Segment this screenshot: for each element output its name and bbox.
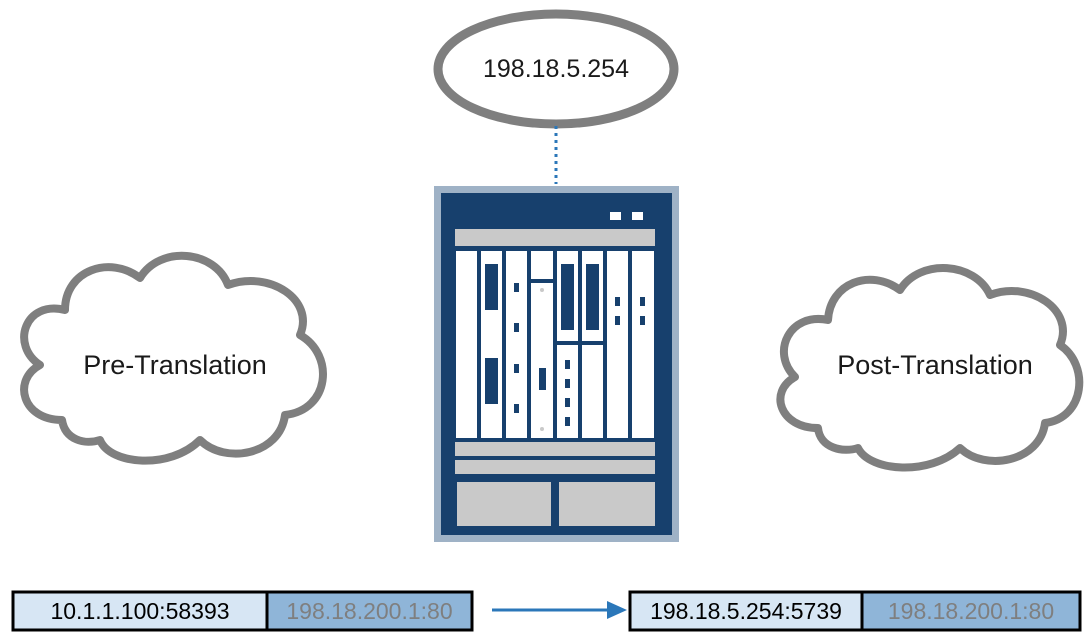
pre-translation-label: Pre-Translation (83, 349, 267, 380)
packet-after-destination: 198.18.200.1:80 (887, 597, 1055, 624)
device-indicator (540, 427, 544, 431)
device-indicator (565, 360, 570, 369)
device-top-bar (455, 229, 655, 246)
post-translation-label: Post-Translation (837, 349, 1033, 380)
device-slot (506, 251, 527, 438)
device-indicator (514, 364, 519, 373)
device-led (632, 212, 643, 220)
device-indicator (615, 316, 620, 325)
device-slot (607, 251, 628, 438)
packet-after-destination-cell (860, 590, 1082, 632)
packet-before-destination: 198.18.200.1:80 (286, 597, 453, 624)
device-lower-bar (455, 442, 655, 456)
nat-device (434, 186, 679, 542)
device-indicator (615, 297, 620, 306)
device-bottom-panel (559, 482, 655, 526)
device-slot (582, 345, 603, 438)
device-indicator (514, 323, 519, 332)
device-led (610, 212, 621, 220)
packet-before-destination-cell (265, 590, 474, 632)
nat-address-label: 198.18.5.254 (483, 54, 629, 83)
device-port-block (485, 264, 498, 310)
device-indicator (640, 297, 645, 306)
device-port-block (485, 358, 498, 404)
device-indicator (565, 417, 570, 426)
device-slot (531, 251, 553, 279)
packet-after-source: 198.18.5.254:5739 (650, 597, 842, 624)
device-lower-bar (455, 460, 655, 474)
device-indicator (514, 283, 519, 292)
post-translation-cloud (776, 264, 1084, 472)
device-slot (632, 251, 654, 438)
device-indicator (565, 379, 570, 388)
device-port-block (539, 368, 546, 390)
device-slot (557, 345, 578, 438)
packet-after: 198.18.5.254:5739 198.18.200.1:80 (630, 592, 1080, 630)
translation-arrow-head (607, 601, 627, 619)
device-indicator (565, 398, 570, 407)
device-slot (456, 251, 477, 438)
device-indicator (514, 404, 519, 413)
packet-before-source-cell (11, 590, 269, 632)
nat-address-ellipse (433, 9, 679, 129)
device-indicator (540, 288, 544, 292)
device-port-block (561, 264, 574, 330)
packet-before: 10.1.1.100:58393 198.18.200.1:80 (13, 592, 472, 630)
device-indicator (640, 316, 645, 325)
pre-translation-cloud (20, 251, 327, 465)
device-slot (531, 283, 553, 438)
device-port-block (586, 264, 599, 330)
packet-before-source: 10.1.1.100:58393 (50, 597, 230, 624)
device-bottom-panel (457, 482, 551, 526)
